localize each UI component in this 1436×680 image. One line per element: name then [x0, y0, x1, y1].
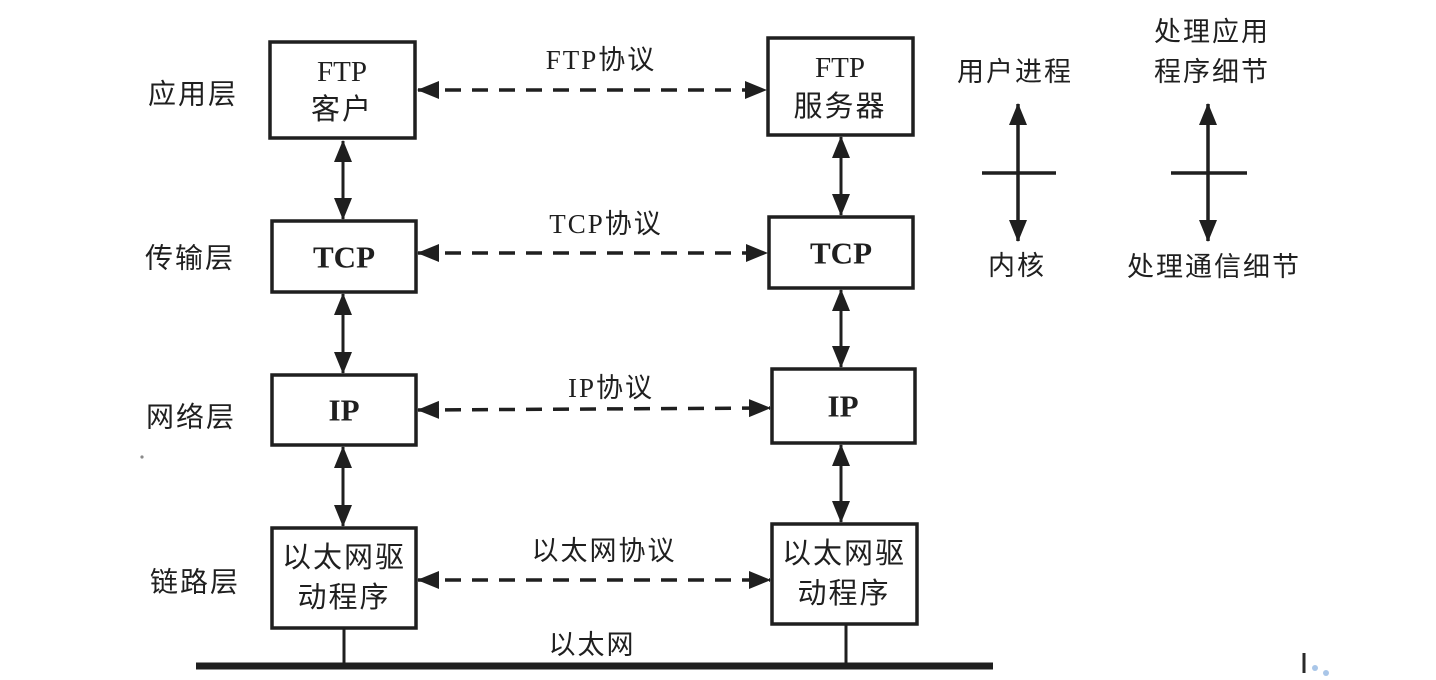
server-application-label-line2: 服务器 — [793, 90, 886, 123]
protocol-label-ftp: FTP协议 — [546, 45, 657, 75]
layer-label-network: 网络层 — [146, 402, 236, 434]
client-network-box — [270, 373, 418, 447]
ethernet-bus-label: 以太网 — [549, 630, 636, 660]
server-application-label-line1: FTP — [815, 52, 865, 84]
layer-label-link: 链路层 — [150, 567, 240, 599]
client-application-box — [268, 40, 417, 140]
client-application-label-line2: 客户 — [311, 93, 373, 126]
server-link-label-line1: 以太网驱 — [782, 537, 906, 570]
scan-artifact-blue-dot-1 — [1312, 665, 1318, 671]
client-transport-box — [270, 219, 418, 294]
layer-label-application: 应用层 — [148, 79, 238, 111]
protocol-label-ethernet: 以太网协议 — [532, 536, 677, 566]
server-link-label-line2: 动程序 — [797, 577, 890, 610]
server-application-box — [766, 36, 915, 137]
server-transport-label: TCP — [810, 236, 872, 271]
scan-artifact-blue-dot-2 — [1323, 670, 1329, 676]
protocol-label-tcp: TCP协议 — [549, 209, 663, 239]
dashed-arrow-ip-protocol — [417, 399, 771, 419]
app-detail-label-line1: 处理应用 — [1154, 17, 1270, 47]
client-link-label-line2: 动程序 — [297, 581, 390, 614]
layer-label-transport: 传输层 — [145, 243, 235, 275]
kernel-label: 内核 — [988, 251, 1046, 281]
client-link-label-line1: 以太网驱 — [282, 541, 406, 574]
scan-speck-dot — [140, 455, 144, 459]
server-network-box — [770, 367, 917, 445]
server-transport-box — [767, 215, 915, 290]
protocol-label-ip: IP协议 — [568, 373, 654, 403]
app-detail-label-line2: 程序细节 — [1154, 57, 1270, 87]
comm-detail-label: 处理通信细节 — [1127, 252, 1301, 282]
client-network-label: IP — [329, 393, 360, 428]
client-transport-label: TCP — [313, 240, 375, 275]
server-network-label: IP — [828, 389, 859, 424]
client-application-label-line1: FTP — [317, 56, 367, 88]
user-process-label: 用户进程 — [957, 57, 1073, 87]
